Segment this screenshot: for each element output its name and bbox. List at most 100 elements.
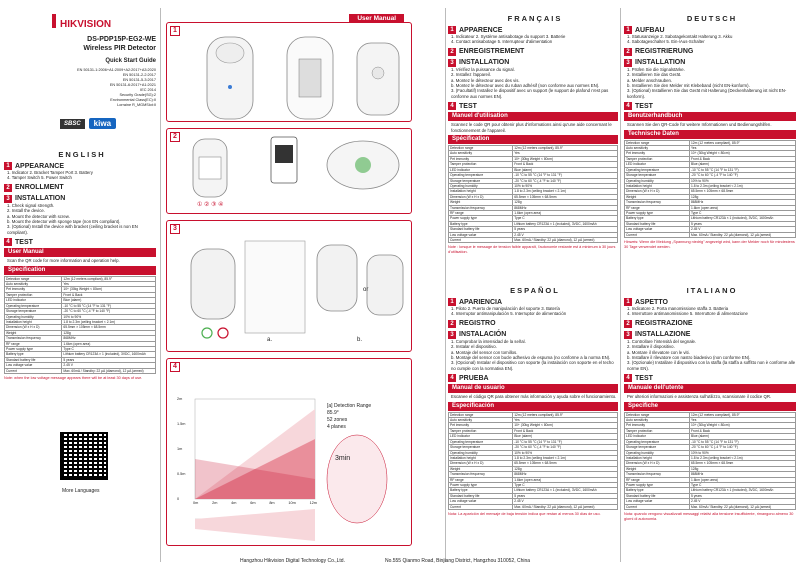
step-number: 2	[624, 319, 632, 328]
standard-line: Environmental Class(EC):II	[110, 98, 156, 102]
qr-icon	[60, 432, 108, 480]
standard-line: EN 50131-1:2006+A1:2009+A2:2017+A3:2020	[77, 68, 156, 72]
install-text: 1. Prüfen Sie die Signalstärke. 2. Insta…	[627, 66, 787, 99]
lang-heading-en: ENGLISH	[58, 150, 106, 159]
spec-row: Storage temperature-20 °C to 60 °C (-4 °…	[3, 308, 156, 315]
low-voltage-note: Note : lorsque le message de tension fai…	[448, 245, 616, 255]
lang-heading: FRANÇAIS	[507, 14, 563, 23]
step-number: 1	[624, 26, 632, 34]
lang-heading: ITALIANO	[686, 286, 738, 295]
step-number: 3	[448, 330, 456, 339]
step-number: 2	[448, 47, 456, 56]
panel-number: 1	[170, 26, 180, 36]
timer-label: 3min	[335, 455, 351, 462]
user-manual-band: Manuale dell'utente	[624, 384, 796, 394]
spec-value: Max. 60mA / Standby: 22 μA (diamond), 12…	[512, 236, 618, 244]
spec-key: Transmission frequency	[447, 204, 514, 211]
spec-value: Lithium battery CR123A × 1 (included), 3…	[512, 487, 618, 494]
range-planes: 4 planes	[327, 424, 346, 430]
spec-value: Lithium battery CR123A × 1 (included), 3…	[688, 487, 797, 494]
y-tick-label: 0	[177, 497, 180, 501]
model-number: DS-PDP15P-EG2-WE	[87, 36, 156, 43]
spec-value: 1.8 to 2.3m (ceiling bracket < 2.1m)	[688, 182, 797, 190]
spec-key: Transmission frequency	[3, 335, 63, 342]
x-tick-label: 2m	[212, 501, 218, 505]
lang-heading: DEUTSCH	[686, 14, 738, 23]
low-voltage-note: Hinweis: Wenn die Meldung „Spannung nied…	[624, 239, 795, 249]
spec-key: Operating temperature	[447, 438, 514, 446]
panel-number: 2	[170, 132, 180, 142]
spec-row: Operating temperature-10 °C to 55 °C (14…	[3, 302, 156, 310]
spec-key: Current	[447, 503, 514, 511]
appearance-items: 1. Indicator 2. Bracket Tamper Port 3. B…	[7, 170, 93, 181]
product-name: Wireless PIR Detector	[83, 45, 156, 52]
spec-key: Dimension (W x H x D)	[3, 324, 63, 331]
spec-key: Current	[3, 367, 63, 375]
y-tick-label: 2m	[177, 397, 183, 401]
spec-key: Dimension (W x H x D)	[447, 193, 514, 201]
spec-value: 1.8 to 2.3m (ceiling bracket < 2.1m)	[61, 318, 156, 326]
panel-appearance: 1	[166, 22, 412, 122]
spec-value: Lithium battery CR123A × 1 (included), 3…	[688, 215, 797, 222]
step-number: 3	[4, 194, 12, 203]
spec-band: Spécification	[448, 135, 618, 145]
spec-value: Max. 60mA / Standby: 22 μA (diamond), 12…	[512, 503, 618, 511]
spec-value: Lithium battery CR123A × 1 (included), 3…	[61, 351, 156, 358]
step-number: 3	[624, 58, 632, 67]
user-manual-tag: User Manual	[349, 14, 404, 23]
step-labels: ① ② ③ ④	[197, 202, 224, 208]
spec-value: 1.8 to 2.3m (ceiling bracket < 2.1m)	[688, 454, 797, 462]
divider	[445, 8, 446, 562]
standard-line: EN 50131-2-2:2017	[122, 73, 156, 77]
option-a-label: a.	[267, 337, 273, 343]
lang-heading: ESPAÑOL	[510, 286, 560, 295]
more-languages-label: More Languages	[62, 488, 100, 494]
appearance-items: 1. Piloto 2. Puerto de manipulación del …	[451, 306, 567, 317]
standard-line: Security Grade(SG):2	[119, 93, 156, 97]
brand-name: HIKVISION	[60, 19, 112, 30]
spec-key: Dimension (W x H x D)	[447, 460, 514, 467]
y-tick-label: 1m	[177, 447, 183, 451]
range-legend: [a] Detection Range 85.9° 52 zones 4 pla…	[327, 403, 371, 431]
user-manual-band: Benutzerhandbuch	[624, 112, 796, 122]
detection-range-chart	[194, 398, 388, 541]
spec-value: 1.8 to 2.3m (ceiling bracket < 2.1m)	[512, 454, 618, 462]
spec-value: -20 °C to 60 °C (-4 °F to 140 °F)	[61, 308, 156, 315]
cover-column: HIKVISION DS-PDP15P-EG2-WE Wireless PIR …	[0, 0, 160, 570]
x-tick-label: 0m	[193, 501, 199, 505]
diagram-column: User Manual 1 2 ① ② ③ ④ 3	[162, 0, 444, 570]
footer: Hangzhou Hikvision Digital Technology Co…	[240, 558, 530, 564]
spec-value: 1.8 to 2.3m (ceiling bracket < 2.1m)	[512, 188, 618, 195]
qr-code[interactable]	[60, 432, 108, 480]
step-number: 2	[624, 47, 632, 56]
step-number: 1	[448, 26, 456, 34]
x-tick-label: 10m	[288, 501, 296, 505]
spec-band: Especificación	[448, 401, 618, 411]
appearance-items: 1. Statusanzeige 2. Sabotagekontakt Halt…	[627, 34, 733, 45]
x-tick-label: 8m	[269, 501, 275, 505]
brand-logo: HIKVISION	[52, 14, 116, 30]
